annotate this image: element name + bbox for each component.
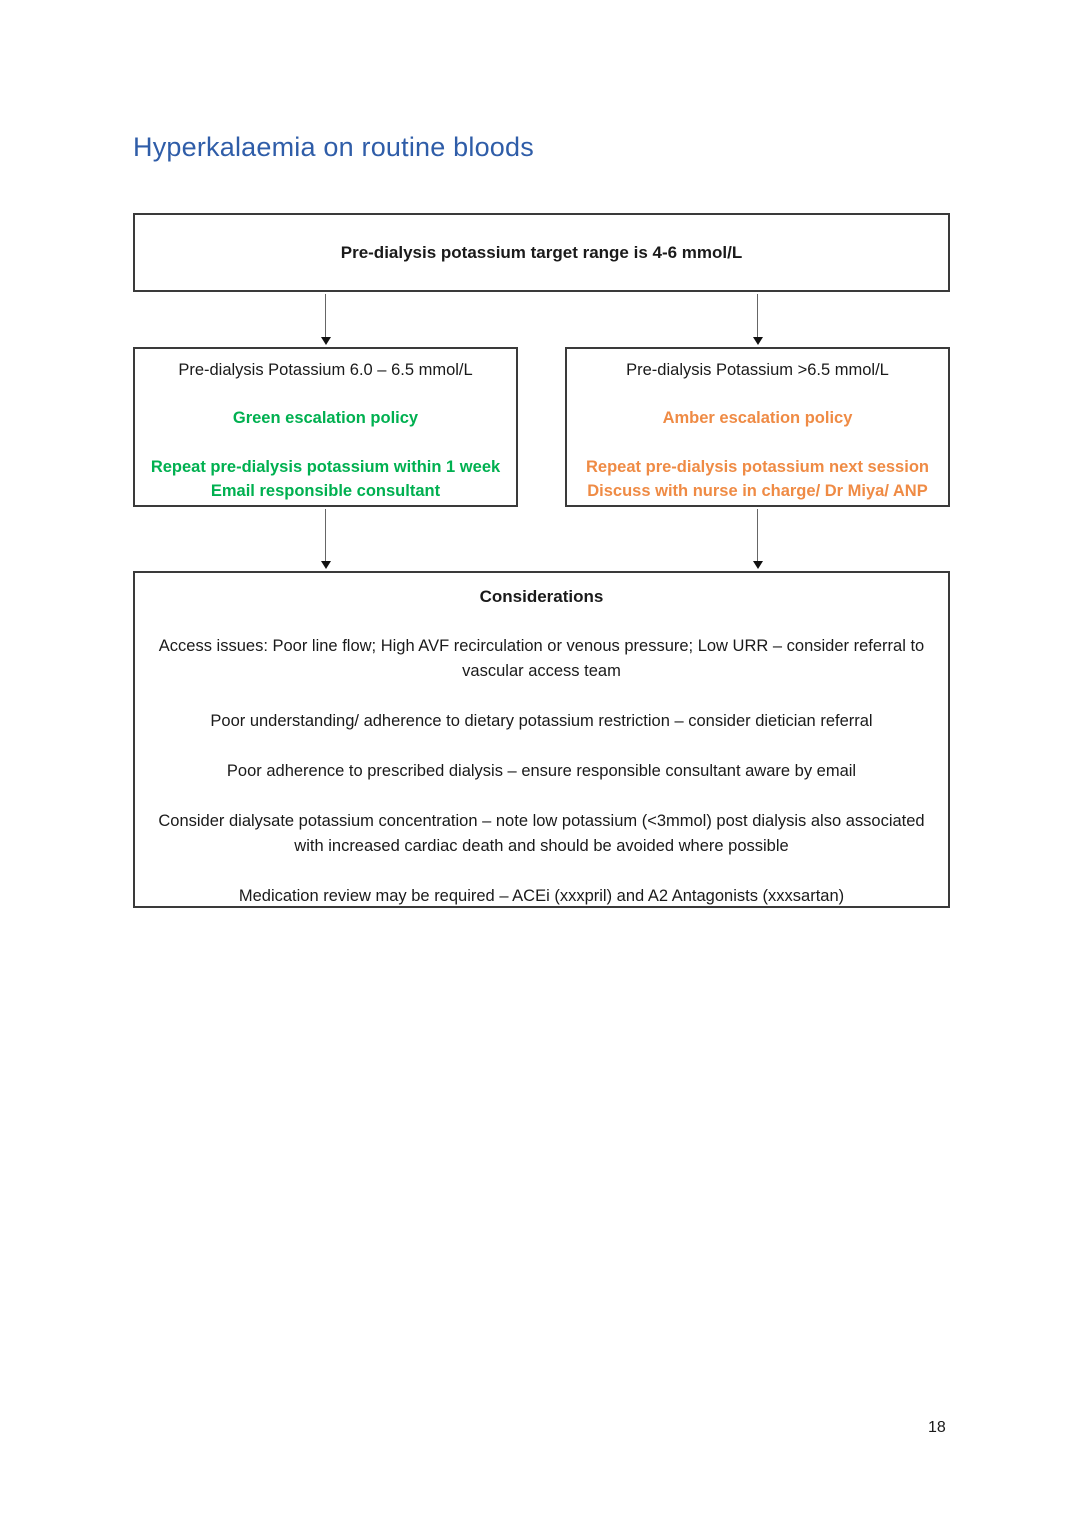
arrow-down-to-green-box <box>320 294 331 345</box>
arrow-down-to-amber-box <box>752 294 763 345</box>
considerations-heading: Considerations <box>479 587 604 606</box>
page-number: 18 <box>928 1419 946 1436</box>
consideration-item-dietary: Poor understanding/ adherence to dietary… <box>210 712 873 730</box>
green-box-policy: Green escalation policy <box>232 409 419 427</box>
green-box-action-1: Repeat pre-dialysis potassium within 1 w… <box>150 458 501 476</box>
considerations-box: Considerations Access issues: Poor line … <box>133 571 950 908</box>
consideration-item-adherence: Poor adherence to prescribed dialysis – … <box>226 762 857 780</box>
consideration-item-medication-review: Medication review may be required – ACEi… <box>238 887 845 905</box>
green-box-criteria: Pre-dialysis Potassium 6.0 – 6.5 mmol/L <box>178 361 473 379</box>
target-range-text: Pre-dialysis potassium target range is 4… <box>340 242 743 262</box>
consideration-item-dialysate: Consider dialysate potassium concentrati… <box>158 812 925 855</box>
amber-box-criteria: Pre-dialysis Potassium >6.5 mmol/L <box>626 361 889 379</box>
amber-box-policy: Amber escalation policy <box>662 409 853 427</box>
amber-escalation-box: Pre-dialysis Potassium >6.5 mmol/L Amber… <box>565 347 950 507</box>
page-title: Hyperkalaemia on routine bloods <box>133 132 534 162</box>
consideration-item-access-issues: Access issues: Poor line flow; High AVF … <box>158 637 925 680</box>
target-range-box: Pre-dialysis potassium target range is 4… <box>133 213 950 292</box>
arrow-amber-to-considerations <box>752 509 763 569</box>
arrow-green-to-considerations <box>320 509 331 569</box>
amber-box-action-2: Discuss with nurse in charge/ Dr Miya/ A… <box>587 482 928 500</box>
green-box-action-2: Email responsible consultant <box>210 482 441 500</box>
amber-box-action-1: Repeat pre-dialysis potassium next sessi… <box>586 458 929 476</box>
green-escalation-box: Pre-dialysis Potassium 6.0 – 6.5 mmol/L … <box>133 347 518 507</box>
